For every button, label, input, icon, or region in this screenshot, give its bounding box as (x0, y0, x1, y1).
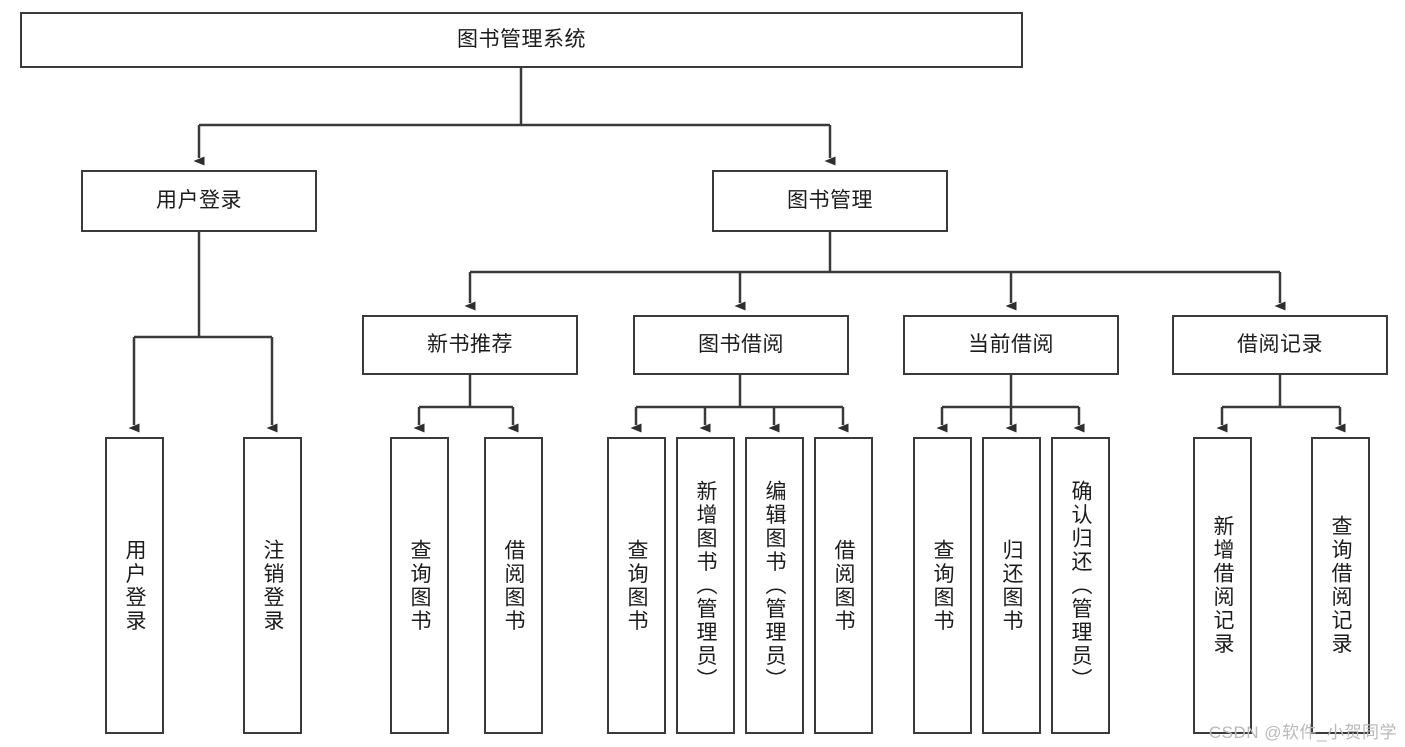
node-label: 借阅记录 (1237, 332, 1323, 356)
node-label: 新书推荐 (427, 332, 513, 356)
node-label: 新增借阅记录 (1211, 515, 1234, 656)
node-label: 归还图书 (1000, 538, 1023, 633)
node-label: 用户登录 (156, 188, 242, 212)
node-label: 新增图书（管理员） (694, 479, 717, 692)
node-label: 图书管理 (787, 188, 873, 212)
node-book-manage[interactable]: 图书管理 (712, 170, 948, 232)
node-label: 查询图书 (408, 538, 431, 633)
node-leaf-confirm-return-admin[interactable]: 确认归还（管理员） (1051, 437, 1110, 734)
node-leaf-query-book-1[interactable]: 查询图书 (390, 437, 449, 734)
node-label: 当前借阅 (968, 332, 1054, 356)
node-leaf-query-book-3[interactable]: 查询图书 (913, 437, 972, 734)
node-label: 查询图书 (625, 538, 648, 633)
node-new-book-recommend[interactable]: 新书推荐 (362, 315, 578, 375)
node-leaf-borrow-book-2[interactable]: 借阅图书 (814, 437, 873, 734)
node-leaf-add-borrow-record[interactable]: 新增借阅记录 (1193, 437, 1252, 734)
node-label: 确认归还（管理员） (1069, 479, 1092, 692)
node-label: 编辑图书（管理员） (763, 479, 786, 692)
node-label: 图书管理系统 (457, 27, 586, 51)
node-user-login[interactable]: 用户登录 (81, 170, 317, 232)
node-leaf-return-book[interactable]: 归还图书 (982, 437, 1041, 734)
node-leaf-edit-book-admin[interactable]: 编辑图书（管理员） (745, 437, 804, 734)
node-root-system[interactable]: 图书管理系统 (20, 12, 1023, 68)
node-leaf-logout-login[interactable]: 注销登录 (243, 437, 302, 734)
node-label: 图书借阅 (698, 332, 784, 356)
node-book-borrow[interactable]: 图书借阅 (633, 315, 849, 375)
node-label: 注销登录 (261, 538, 284, 633)
node-label: 用户登录 (123, 538, 146, 633)
node-leaf-borrow-book-1[interactable]: 借阅图书 (484, 437, 543, 734)
node-borrow-record[interactable]: 借阅记录 (1172, 315, 1388, 375)
node-label: 查询借阅记录 (1329, 515, 1352, 656)
node-label: 借阅图书 (502, 538, 525, 633)
node-leaf-user-login[interactable]: 用户登录 (105, 437, 164, 734)
node-leaf-add-book-admin[interactable]: 新增图书（管理员） (676, 437, 735, 734)
node-current-borrow[interactable]: 当前借阅 (903, 315, 1119, 375)
node-label: 借阅图书 (832, 538, 855, 633)
node-leaf-query-book-2[interactable]: 查询图书 (607, 437, 666, 734)
node-label: 查询图书 (931, 538, 954, 633)
node-leaf-query-borrow-record[interactable]: 查询借阅记录 (1311, 437, 1370, 734)
